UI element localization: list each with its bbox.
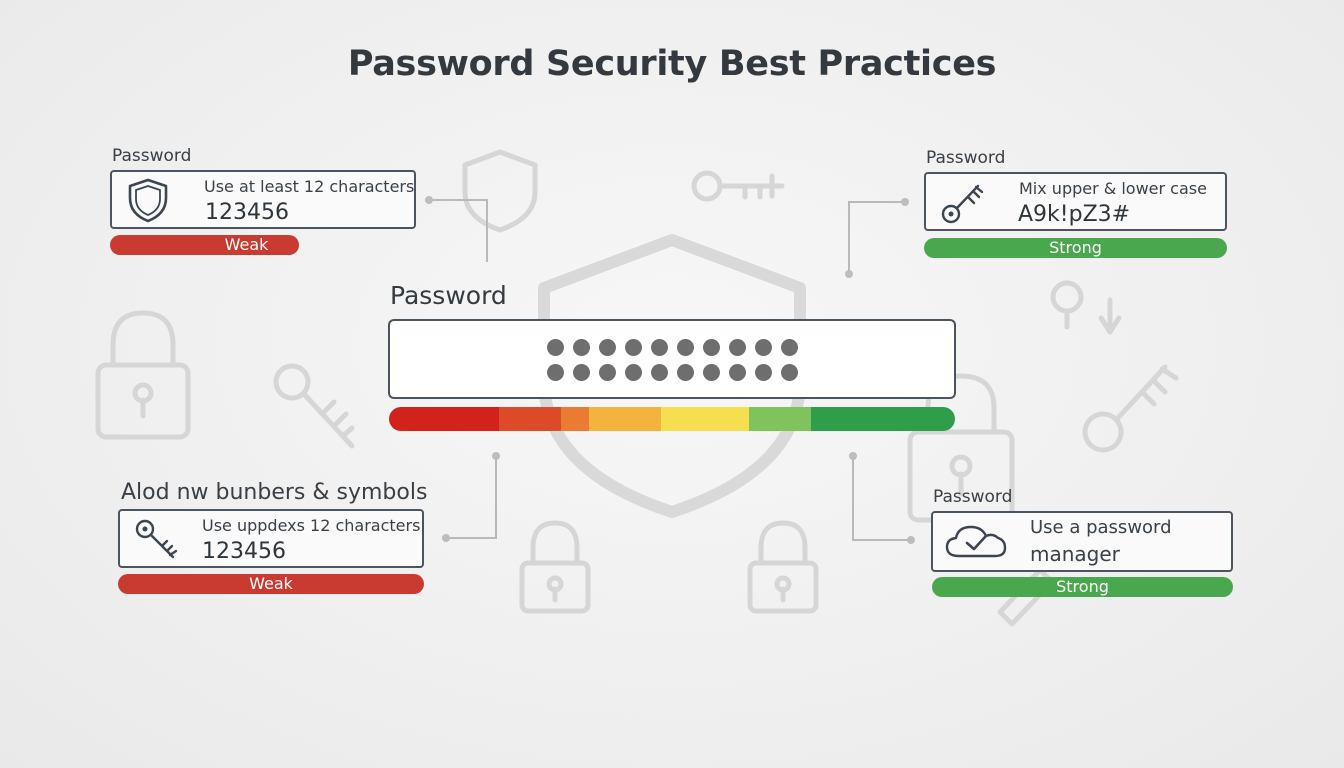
meter-segment (811, 407, 955, 431)
mask-dot (755, 364, 772, 381)
mask-dot (729, 364, 746, 381)
password-value: 123456 (205, 200, 289, 225)
password-hint: manager (1030, 542, 1120, 566)
meter-segment (589, 407, 661, 431)
password-value: 123456 (202, 539, 286, 564)
cloud-check-icon (945, 525, 1007, 557)
strength-label: Weak (224, 235, 269, 254)
meter-segment (389, 407, 499, 431)
key-outline-icon (1082, 364, 1179, 453)
password-hint: Use a password (1030, 517, 1172, 538)
mask-dot (651, 339, 668, 356)
shield-outline-icon (462, 149, 538, 233)
key-icon (941, 184, 984, 223)
password-field-weak[interactable]: Use at least 12 characters 123456 (110, 170, 416, 229)
mask-dot (703, 339, 720, 356)
connector-bottom-left (446, 456, 497, 539)
strength-bar-strong: Strong (924, 238, 1227, 258)
mask-dot (651, 364, 668, 381)
password-strength-meter (389, 407, 955, 431)
page-title: Password Security Best Practices (347, 44, 997, 84)
meter-segment (561, 407, 589, 431)
meter-segment (749, 407, 811, 431)
mask-dot (781, 339, 798, 356)
password-field-strong[interactable]: Use a password manager (931, 511, 1233, 572)
masked-password (547, 339, 807, 381)
keyhole-outline-icon (1050, 280, 1122, 335)
password-field-strong[interactable]: Mix upper & lower case A9k!pZ3# (924, 172, 1227, 231)
strength-bar-weak: Weak (118, 574, 424, 594)
meter-segment (661, 407, 749, 431)
password-value: A9k!pZ3# (1018, 202, 1131, 227)
mask-dot (703, 364, 720, 381)
strength-bar-strong: Strong (932, 577, 1233, 597)
password-label: Alod nw bunbers & symbols (121, 480, 428, 505)
mask-dot (547, 364, 564, 381)
password-hint: Use uppdexs 12 characters (202, 516, 421, 535)
padlock-outline-icon (95, 310, 191, 440)
key-outline-icon (691, 170, 785, 202)
password-field-weak[interactable]: Use uppdexs 12 characters 123456 (118, 509, 424, 568)
mask-dot (625, 364, 642, 381)
mask-dot (573, 364, 590, 381)
mask-dot (677, 339, 694, 356)
connector-top-left (429, 199, 488, 262)
key-outline-icon (273, 363, 355, 449)
mask-dot (755, 339, 772, 356)
padlock-outline-icon (519, 520, 591, 614)
mask-dot (677, 364, 694, 381)
padlock-outline-icon (747, 520, 819, 614)
key-icon (135, 519, 178, 558)
mask-dot (573, 339, 590, 356)
password-hint: Mix upper & lower case (1019, 179, 1207, 198)
main-password-label: Password (390, 281, 507, 310)
strength-bar-weak: Weak (110, 235, 299, 255)
connector-bottom-right (852, 456, 911, 541)
password-label: Password (926, 148, 1006, 168)
main-password-input[interactable] (388, 319, 956, 399)
mask-dot (599, 364, 616, 381)
password-label: Password (933, 487, 1013, 507)
connector-top-right (848, 201, 905, 274)
mask-dot (781, 364, 798, 381)
password-hint: Use at least 12 characters (204, 177, 415, 196)
mask-dot (625, 339, 642, 356)
meter-segment (499, 407, 561, 431)
mask-dot (729, 339, 746, 356)
shield-icon (128, 178, 168, 222)
password-label: Password (112, 146, 192, 166)
mask-dot (599, 339, 616, 356)
mask-dot (547, 339, 564, 356)
